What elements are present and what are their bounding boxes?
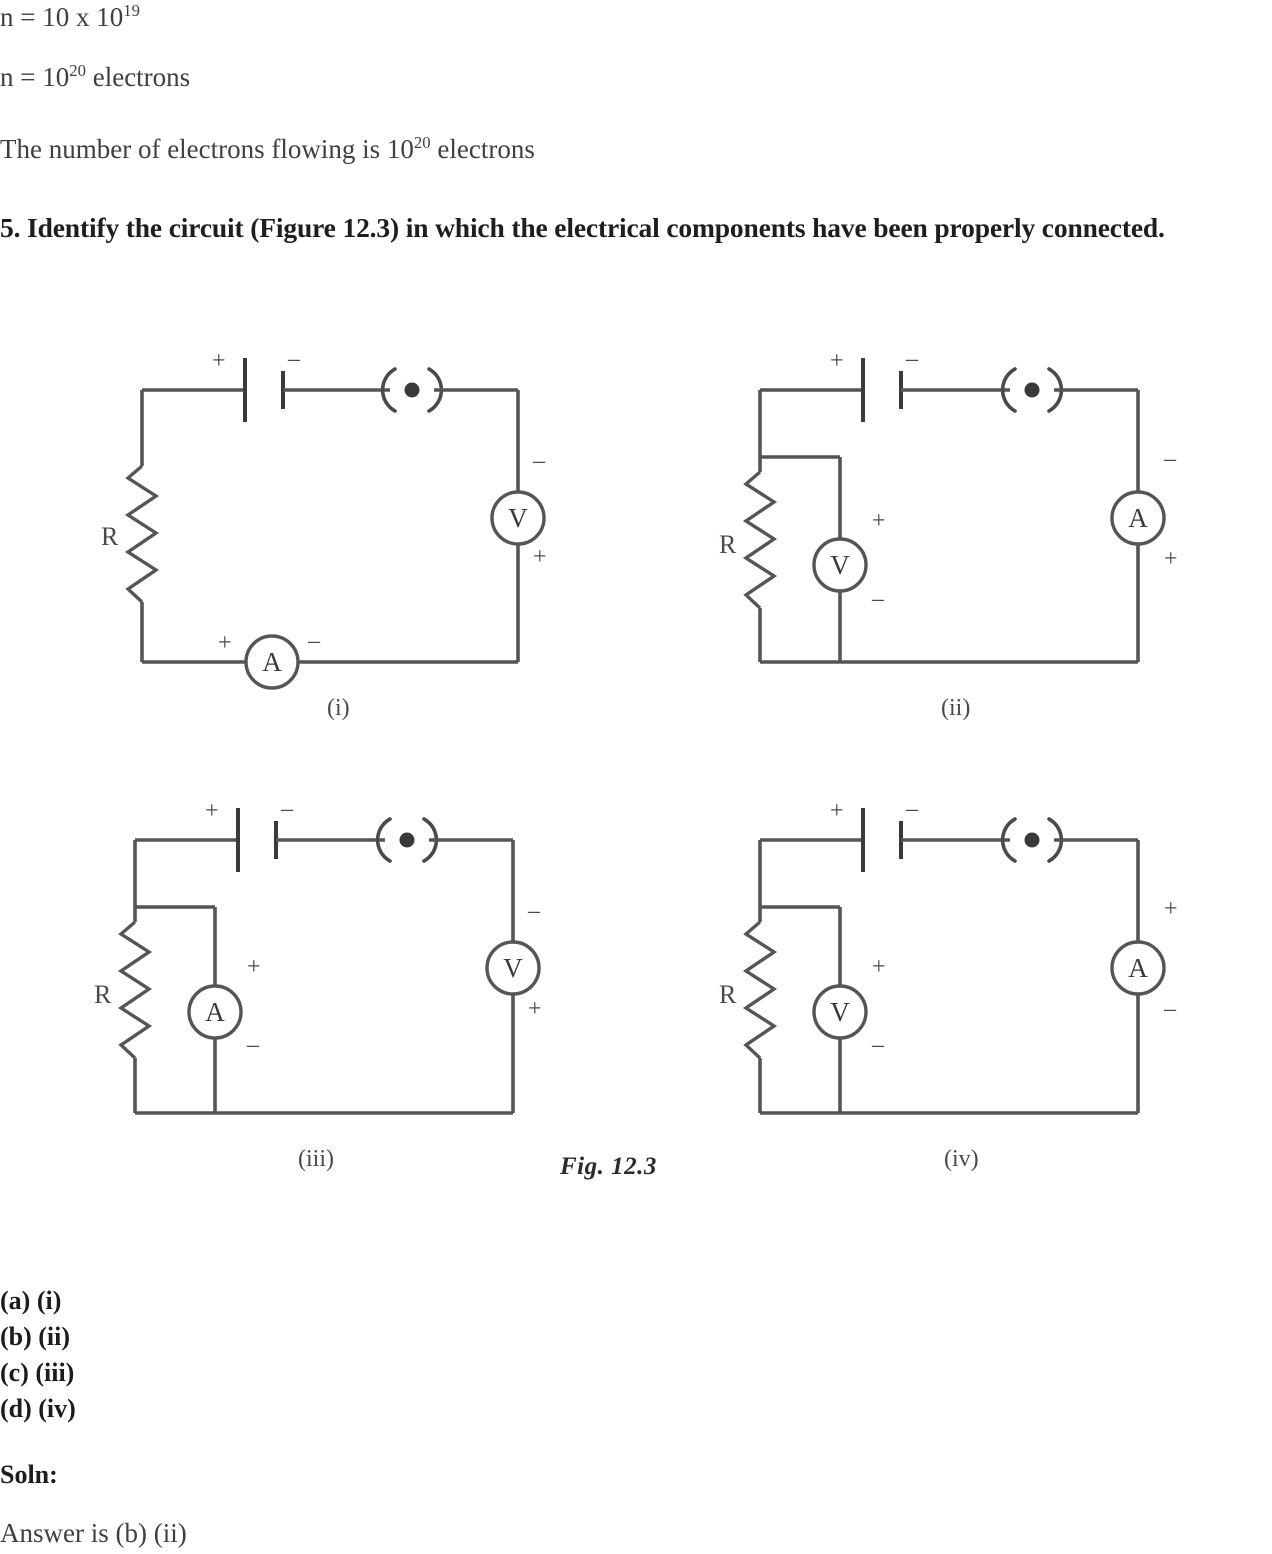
conclusion-exponent: 20 [413, 133, 431, 152]
ammeter-minus-sign-iv: – [1164, 996, 1176, 1022]
ammeter-plus-sign-iv: + [1164, 896, 1178, 922]
battery-plus-sign-ii: + [830, 348, 844, 374]
voltmeter-minus-sign-iv: – [872, 1032, 884, 1058]
battery-plus-sign-iv: + [830, 798, 844, 824]
svg-text:A: A [262, 647, 282, 677]
solution-label: Soln: [0, 1460, 58, 1489]
resistor-label-iii: R [94, 980, 112, 1009]
svg-text:V: V [830, 550, 850, 580]
equation-line-2-exponent: 20 [69, 61, 86, 80]
resistor-iv [744, 920, 776, 1060]
option-b[interactable]: (b) (ii) [0, 1322, 71, 1351]
ammeter-plus-sign-iii: + [247, 954, 261, 980]
plug-key-icon-iii [375, 817, 439, 863]
circuit-label-i: (i) [327, 695, 350, 721]
svg-text:A: A [205, 997, 225, 1027]
equation-line-1-exponent: 19 [123, 1, 140, 20]
option-d[interactable]: (d) (iv) [0, 1394, 76, 1423]
resistor-iii [119, 920, 151, 1060]
battery-minus-sign-iii: – [281, 796, 293, 822]
svg-text:V: V [503, 953, 523, 983]
svg-text:V: V [830, 997, 850, 1027]
circuit-label-iv: (iv) [944, 1146, 979, 1172]
ammeter-minus-sign-ii: – [1164, 446, 1176, 472]
equation-line-2-base: n = 10 [0, 62, 70, 92]
circuit-label-iii: (iii) [298, 1146, 334, 1172]
equation-line-2: n = 1020 electrons [0, 60, 190, 94]
svg-text:A: A [1128, 503, 1148, 533]
circuit-ii: V A [744, 356, 1166, 664]
conclusion-line: The number of electrons flowing is 1020 … [0, 132, 535, 166]
ammeter-minus-sign-i: – [308, 628, 320, 654]
svg-text:A: A [1128, 953, 1148, 983]
battery-minus-sign-iv: – [906, 796, 918, 822]
conclusion-prefix: The number of electrons flowing is 10 [0, 134, 414, 164]
plug-key-icon-iv [1000, 817, 1064, 863]
figure-12-3: V A V [0, 320, 1272, 1200]
circuit-label-ii: (ii) [941, 695, 971, 721]
solution-answer: Answer is (b) (ii) [0, 1518, 187, 1548]
circuit-iv: V A [744, 806, 1166, 1115]
equation-line-1: n = 10 x 1019 [0, 0, 140, 34]
resistor-ii [744, 470, 776, 610]
equation-line-1-base: n = 10 x 10 [0, 2, 124, 32]
voltmeter-minus-sign-ii: – [872, 586, 884, 612]
equation-line-2-suffix: electrons [85, 62, 191, 92]
svg-text:V: V [508, 503, 528, 533]
voltmeter-minus-sign-iii: – [528, 898, 540, 924]
figure-caption: Fig. 12.3 [560, 1153, 657, 1180]
circuit-iii: A V [119, 806, 541, 1115]
voltmeter-plus-sign-iv: + [872, 954, 886, 980]
ammeter-plus-sign-ii: + [1164, 546, 1178, 572]
resistor-label-i: R [101, 522, 119, 551]
option-c[interactable]: (c) (iii) [0, 1358, 75, 1387]
voltmeter-plus-sign-i: + [533, 544, 547, 570]
battery-plus-sign-iii: + [205, 798, 219, 824]
ammeter-plus-sign-i: + [218, 630, 232, 656]
ammeter-minus-sign-iii: – [247, 1032, 259, 1058]
conclusion-suffix: electrons [430, 134, 535, 164]
resistor-i [126, 464, 158, 604]
resistor-label-iv: R [719, 980, 737, 1009]
voltmeter-minus-sign-i: – [533, 448, 545, 474]
option-a[interactable]: (a) (i) [0, 1286, 62, 1315]
battery-minus-sign-ii: – [906, 346, 918, 372]
voltmeter-plus-sign-iii: + [528, 996, 542, 1022]
battery-plus-sign-i: + [212, 348, 226, 374]
plug-key-icon-ii [1000, 367, 1064, 413]
circuit-i: V A [126, 356, 546, 690]
question-heading: 5. Identify the circuit (Figure 12.3) in… [0, 212, 1165, 243]
voltmeter-plus-sign-ii: + [872, 508, 886, 534]
plug-key-icon-i [380, 367, 444, 413]
resistor-label-ii: R [719, 530, 737, 559]
battery-minus-sign-i: – [288, 346, 300, 372]
circuit-diagrams-svg: V A V [119, 356, 1166, 1115]
